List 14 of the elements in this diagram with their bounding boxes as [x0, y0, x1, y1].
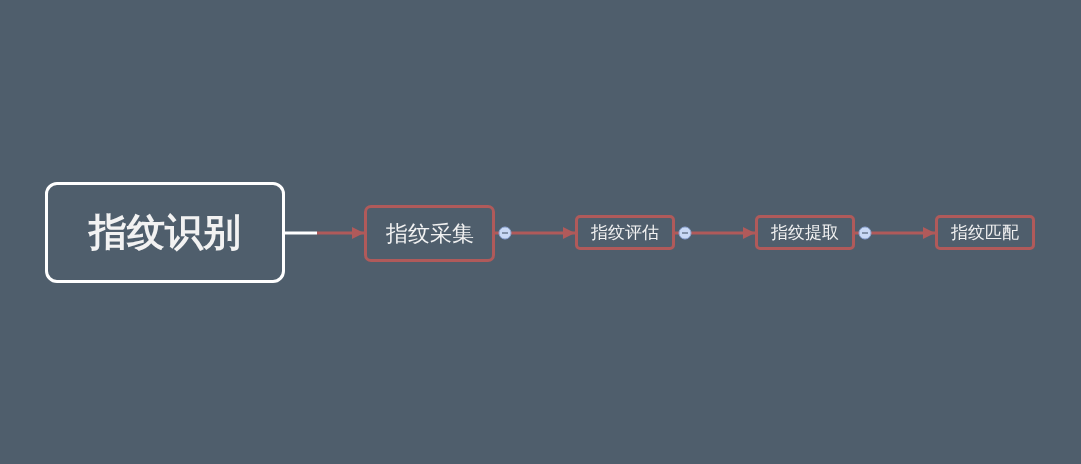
step-label: 指纹采集	[385, 219, 474, 248]
process-box	[364, 205, 495, 262]
arrow	[495, 227, 575, 239]
topic-label: 指纹识别	[89, 209, 241, 256]
process-box	[935, 215, 1035, 250]
arrow	[675, 227, 755, 239]
topic-box	[45, 182, 285, 283]
step-label: 指纹提取	[771, 221, 839, 244]
step-label: 指纹匹配	[951, 221, 1019, 244]
step-label: 指纹评估	[591, 221, 659, 244]
arrow	[285, 227, 364, 239]
arrow	[855, 227, 935, 239]
process-box	[575, 215, 675, 250]
process-box	[755, 215, 855, 250]
